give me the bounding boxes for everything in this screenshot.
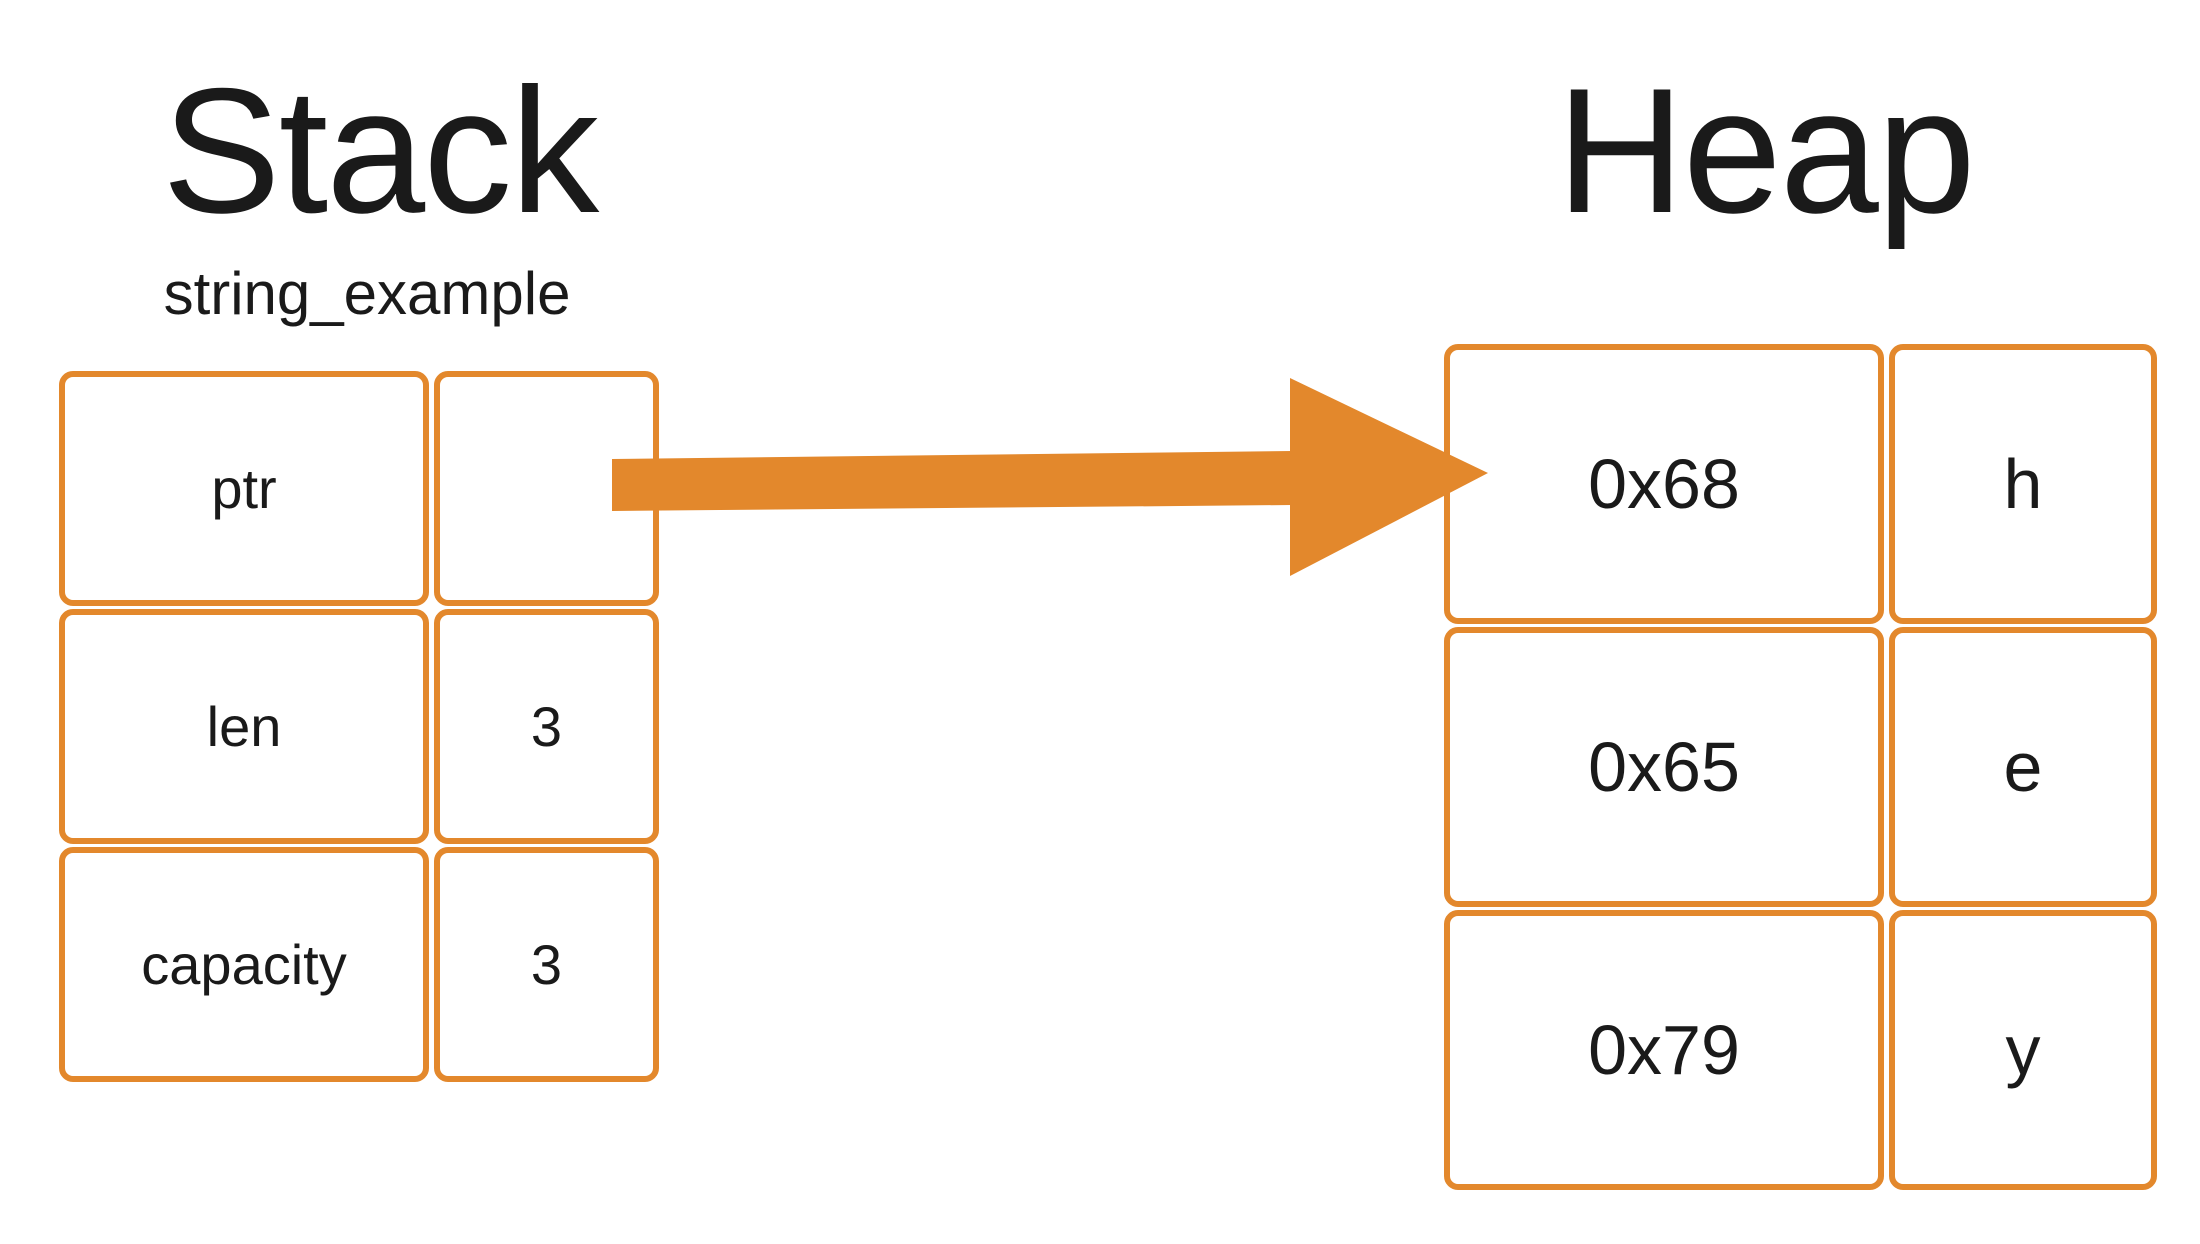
- variable-name-label: string_example: [163, 260, 571, 327]
- stack-value-capacity: 3: [434, 847, 659, 1082]
- heap-address-0: 0x68: [1444, 344, 1884, 624]
- stack-field-ptr: ptr: [59, 371, 429, 606]
- heap-char-0: h: [1889, 344, 2157, 624]
- heap-address-2: 0x79: [1444, 910, 1884, 1190]
- stack-field-capacity: capacity: [59, 847, 429, 1082]
- stack-field-len: len: [59, 609, 429, 844]
- heap-title: Heap: [1556, 51, 1976, 250]
- stack-title: Stack: [162, 51, 599, 250]
- heap-char-1: e: [1889, 627, 2157, 907]
- heap-char-2: y: [1889, 910, 2157, 1190]
- heap-address-1: 0x65: [1444, 627, 1884, 907]
- stack-value-len: 3: [434, 609, 659, 844]
- stack-value-ptr: [434, 371, 659, 606]
- arrow-shaft: [612, 451, 1292, 511]
